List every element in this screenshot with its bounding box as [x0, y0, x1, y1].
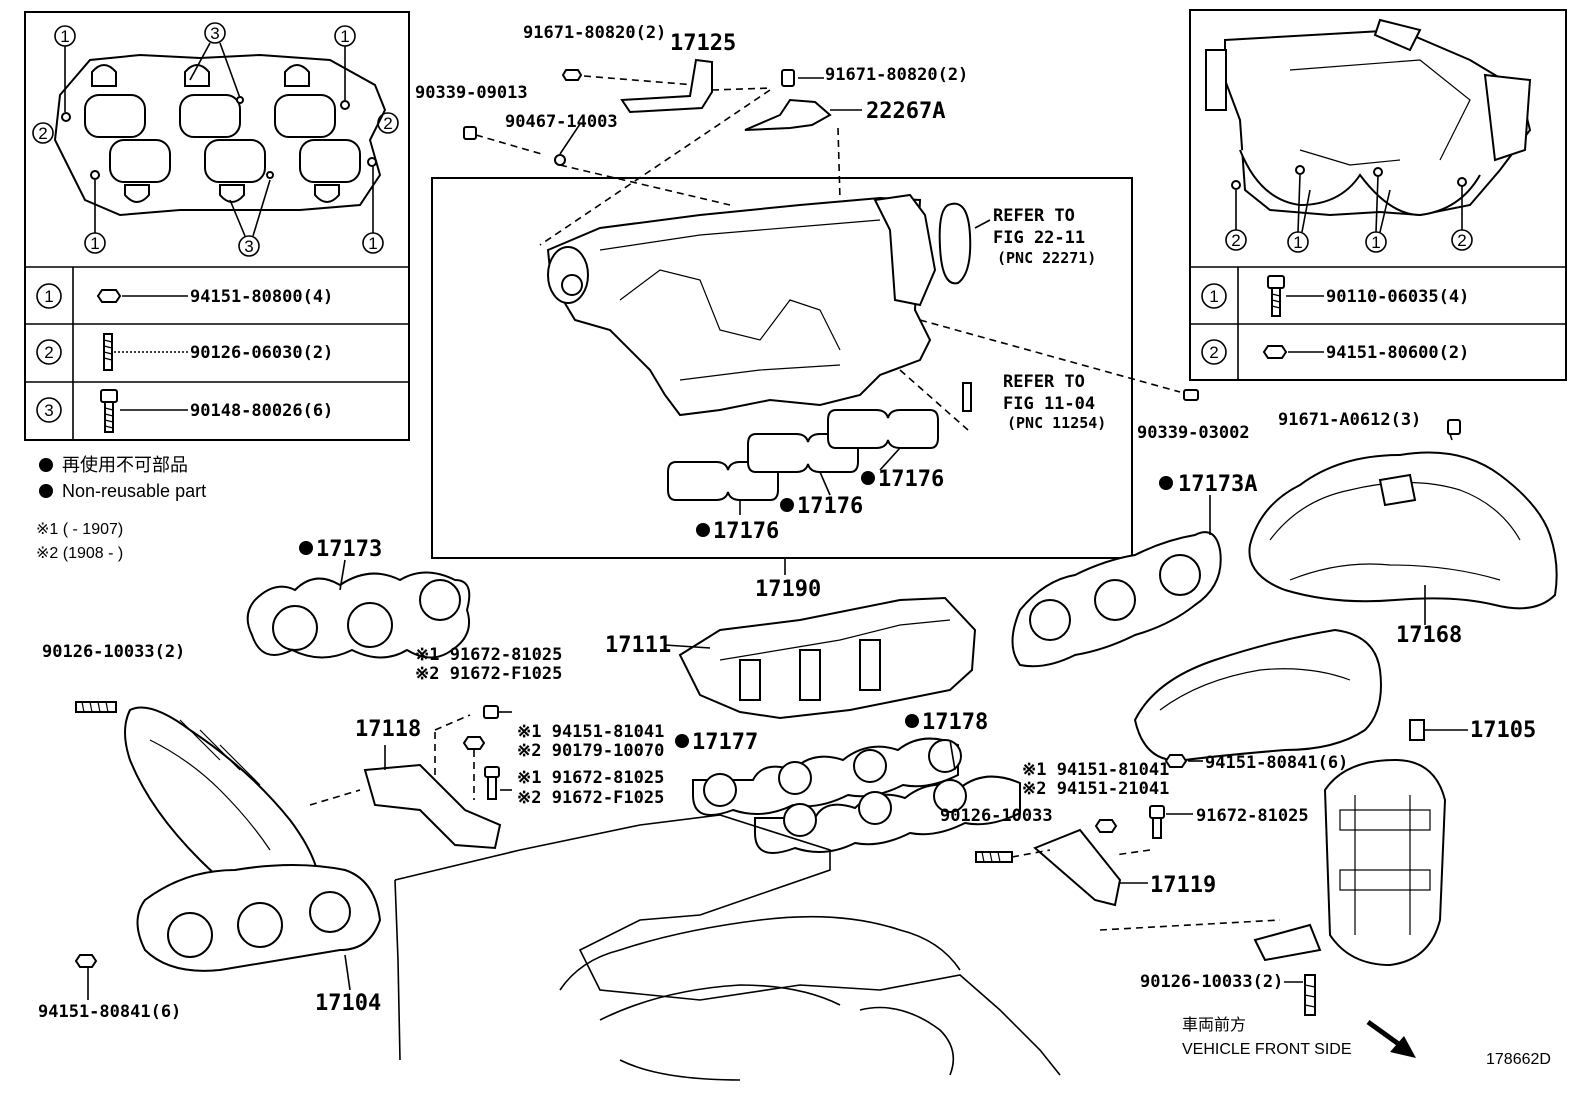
left-callout-1a: 1 — [60, 27, 69, 46]
left-callout-2a: 2 — [38, 124, 47, 143]
label-90467-14003: 90467-14003 — [505, 112, 618, 132]
left-row-2-part: 90126-06030(2) — [190, 343, 333, 363]
label-refer1-a: REFER TO — [993, 206, 1075, 226]
label-91671-80820-b: 91671-80820(2) — [825, 65, 968, 85]
label-90339-03002: 90339-03002 — [1137, 423, 1250, 443]
heat-insulator-17168 — [1248, 419, 1558, 625]
left-callout-3a: 3 — [210, 24, 219, 43]
right-inset: 2 1 1 2 1 90110-06035(4) 2 94151-80600(2… — [1189, 9, 1567, 381]
intake-gasket-drawing — [53, 53, 387, 217]
right-callout-2a: 2 — [1231, 231, 1240, 250]
label-front-en: VEHICLE FRONT SIDE — [1182, 1041, 1352, 1058]
lower-intake-17111 — [664, 596, 977, 720]
right-callout-1b: 1 — [1371, 233, 1380, 252]
left-callout-1b: 1 — [340, 27, 349, 46]
right-row-2-part: 94151-80600(2) — [1326, 343, 1469, 363]
gasket-17177 — [692, 737, 962, 816]
part-labels: 91671-80820(2) 17125 91671-80820(2) 9033… — [38, 23, 1551, 1068]
left-row-2-num: 2 — [44, 343, 53, 362]
label-n2-94151-21041-r: ※2 94151-21041 — [1022, 779, 1169, 799]
intake-manifold-box — [431, 177, 1199, 559]
label-17173: 17173 — [316, 537, 382, 562]
label-refer2-a: REFER TO — [1003, 372, 1085, 392]
left-row-1: 1 94151-80800(4) — [36, 283, 333, 309]
label-refer2-b: FIG 11-04 — [1003, 394, 1095, 414]
left-callout-2b: 2 — [383, 114, 392, 133]
right-callout-1a: 1 — [1293, 233, 1302, 252]
right-row-1: 1 90110-06035(4) — [1201, 275, 1469, 317]
label-22267A: 22267A — [866, 99, 945, 124]
left-callouts: 1 3 1 2 2 1 3 1 — [32, 22, 399, 257]
left-inset: 1 3 1 2 2 1 3 1 1 94151-80800(4) 2 — [24, 11, 410, 441]
label-fig-id: 178662D — [1486, 1051, 1551, 1068]
exhaust-manifold-17104 — [74, 701, 382, 1000]
label-17176-c: 17176 — [713, 519, 779, 544]
legend: 再使用不可部品 Non-reusable part ※1 ( - 1907) ※… — [36, 455, 206, 562]
label-17118: 17118 — [355, 717, 421, 742]
left-row-1-num: 1 — [44, 287, 53, 306]
label-94151-80841-l: 94151-80841(6) — [38, 1002, 181, 1022]
left-row-3: 3 90148-80026(6) — [36, 389, 333, 433]
exhaust-gasket-17173A — [1011, 495, 1222, 668]
left-callout-1c: 1 — [90, 234, 99, 253]
left-row-3-part: 90148-80026(6) — [190, 401, 333, 421]
label-17178: 17178 — [922, 710, 988, 735]
front-arrow — [1366, 1019, 1416, 1058]
label-17177: 17177 — [692, 730, 758, 755]
right-callout-2b: 2 — [1457, 231, 1466, 250]
right-row-2: 2 94151-80600(2) — [1201, 339, 1469, 365]
engine-outline — [394, 814, 1061, 1081]
label-17176-b: 17176 — [797, 494, 863, 519]
legend-note1: ※1 ( - 1907) — [36, 521, 123, 538]
label-90126-10033: 90126-10033 — [940, 806, 1053, 826]
label-17111: 17111 — [605, 633, 671, 658]
bracket-17118 — [363, 705, 512, 850]
label-17190: 17190 — [755, 577, 821, 602]
label-17104: 17104 — [315, 991, 381, 1016]
label-front-jp: 車両前方 — [1182, 1016, 1246, 1034]
legend-jp: 再使用不可部品 — [62, 455, 188, 475]
label-n1-91672-81025-b: ※1 91672-81025 — [517, 768, 664, 788]
label-n1-94151-81041-r: ※1 94151-81041 — [1022, 760, 1169, 780]
right-row-1-num: 1 — [1209, 287, 1218, 306]
label-91671-80820-a: 91671-80820(2) — [523, 23, 666, 43]
label-n1-94151-81041: ※1 94151-81041 — [517, 722, 664, 742]
label-17125: 17125 — [670, 31, 736, 56]
right-row-2-num: 2 — [1209, 343, 1218, 362]
top-bracket-group — [463, 58, 862, 246]
label-n2-90179-10070: ※2 90179-10070 — [517, 741, 664, 761]
exhaust-gasket-17173 — [246, 559, 471, 659]
label-90126-10033-2a: 90126-10033(2) — [42, 642, 185, 662]
legend-en: Non-reusable part — [62, 481, 206, 501]
left-row-3-num: 3 — [44, 401, 53, 420]
label-17119: 17119 — [1150, 873, 1216, 898]
label-n2-91672-F1025-b: ※2 91672-F1025 — [517, 788, 664, 808]
label-17176-a: 17176 — [878, 467, 944, 492]
left-row-1-part: 94151-80800(4) — [190, 287, 333, 307]
label-refer1-b: FIG 22-11 — [993, 228, 1085, 248]
label-90126-10033-2b: 90126-10033(2) — [1140, 972, 1283, 992]
label-17173A: 17173A — [1178, 472, 1257, 497]
left-row-2: 2 90126-06030(2) — [36, 333, 333, 371]
label-90339-09013: 90339-09013 — [415, 83, 528, 103]
label-refer2-c: (PNC 11254) — [1007, 414, 1106, 432]
intake-plenum-drawing — [1205, 18, 1532, 217]
legend-note2: ※2 (1908 - ) — [36, 545, 123, 562]
exhaust-manifold-17105 — [1133, 628, 1468, 967]
label-n1-91672-81025: ※1 91672-81025 — [415, 645, 562, 665]
label-91671-A0612: 91671-A0612(3) — [1278, 410, 1421, 430]
label-91672-81025-r: 91672-81025 — [1196, 806, 1309, 826]
bracket-17119 — [975, 805, 1316, 1016]
label-17105: 17105 — [1470, 718, 1536, 743]
left-callout-3b: 3 — [244, 237, 253, 256]
right-row-1-part: 90110-06035(4) — [1326, 287, 1469, 307]
intake-gaskets-17176 — [667, 409, 939, 515]
gasket-17178 — [754, 739, 1021, 854]
label-94151-80841-r: 94151-80841(6) — [1205, 753, 1348, 773]
label-n2-91672-F1025: ※2 91672-F1025 — [415, 664, 562, 684]
label-17168: 17168 — [1396, 623, 1462, 648]
label-refer1-c: (PNC 22271) — [997, 249, 1096, 267]
left-callout-1d: 1 — [368, 234, 377, 253]
